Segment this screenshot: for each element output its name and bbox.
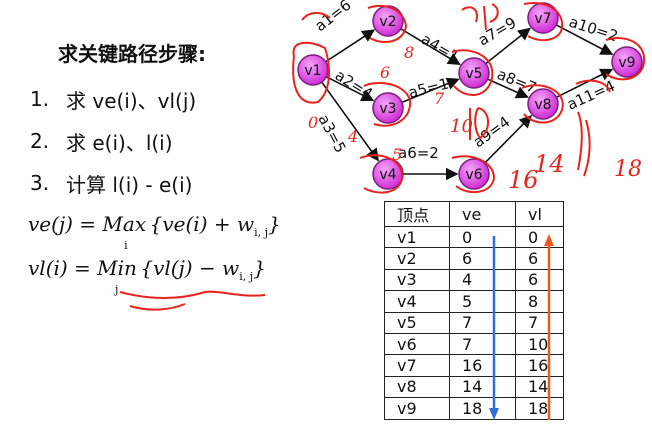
graph-node-label: v2	[379, 14, 396, 30]
formula-operator: Max	[102, 212, 147, 236]
table-cell: v8	[384, 375, 450, 399]
edge-label: a2=4	[332, 66, 376, 103]
table-cell: v4	[384, 290, 450, 313]
table-cell: 7	[449, 311, 516, 334]
steps-list: 1. 求 ve(i)、vl(j) 2. 求 e(i)、l(i) 3. 计算 l(i) …	[30, 78, 196, 204]
edge-arrow	[400, 28, 461, 66]
formula-operator-subscript: j	[114, 283, 119, 296]
step-text: 求 e(i)、l(i)	[66, 130, 173, 155]
edge-label: a6=2	[398, 144, 439, 162]
edge-arrow	[487, 78, 529, 99]
table-cell: 5	[449, 290, 516, 313]
step-number: 3.	[30, 171, 50, 195]
table-cell: 7	[515, 311, 564, 334]
table-header: 顶点	[384, 201, 450, 227]
table-cell: 16	[515, 354, 564, 377]
step-text: 求 ve(i)、vl(j)	[66, 88, 197, 113]
formula-operator: Min	[97, 256, 137, 280]
graph-node-label: v6	[465, 167, 482, 183]
table-cell: 18	[515, 397, 564, 420]
table-cell: 18	[449, 397, 516, 420]
step-item: 2. 求 e(i)、l(i)	[30, 120, 196, 162]
formula-subscript: i, j	[239, 270, 254, 283]
edge-label: a10=2	[567, 13, 620, 46]
graph-node-label: v5	[465, 66, 482, 82]
step-text: 计算 l(i) - e(i)	[66, 172, 193, 197]
formula-close: }	[253, 256, 266, 280]
table-cell: 16	[449, 354, 516, 377]
table-cell: 8	[515, 290, 564, 313]
table-cell: v9	[384, 397, 450, 420]
table-cell: 4	[449, 268, 516, 292]
table-cell: v3	[384, 268, 450, 292]
table-cell: 7	[449, 332, 516, 356]
graph-node-label: v3	[379, 101, 396, 117]
table-cell: 14	[449, 375, 516, 399]
table-cell: 6	[515, 247, 564, 270]
graph-node-label: v1	[304, 63, 321, 79]
table-header: vl	[515, 201, 564, 227]
table-cell: 6	[515, 268, 564, 292]
formula-rhs: {ve(i) + w	[149, 212, 255, 236]
step-number: 1.	[30, 87, 50, 111]
formula-rhs: {vl(j) − w	[140, 256, 240, 280]
table-cell: 14	[515, 375, 564, 399]
table-header-row: 顶点 ve vl	[384, 201, 564, 227]
graph-node-label: v7	[534, 11, 551, 27]
edge-arrow	[555, 24, 614, 55]
graph-node-label: v9	[618, 55, 635, 71]
formula-ve: ve(j) = Max i {ve(i) + wi, j}	[28, 212, 281, 252]
graph-node-label: v8	[534, 97, 551, 113]
edge-label: a1=6	[311, 0, 354, 35]
table-cell: 0	[515, 225, 564, 249]
formula-close: }	[268, 212, 281, 236]
formula-operator-subscript: i	[124, 239, 128, 252]
formula-lhs: vl(i) =	[28, 256, 98, 280]
edge-arrow	[325, 29, 376, 63]
table-cell: v6	[384, 332, 450, 356]
graph-node-label: v4	[379, 167, 396, 183]
table-cell: v7	[384, 354, 450, 377]
edge-label: a9=4	[470, 113, 514, 152]
table-cell: v2	[384, 247, 450, 270]
edge-label: a5=1	[407, 75, 451, 102]
table-header: ve	[449, 201, 516, 227]
table-cell: 0	[449, 225, 516, 249]
edge-label: a4=1	[418, 30, 462, 66]
table-cell: 10	[515, 332, 564, 356]
formula-vl: vl(i) = Min j {vl(j) − wi, j}	[28, 256, 266, 296]
edge-label: a3=5	[314, 111, 349, 156]
edge-arrow	[321, 81, 379, 162]
table-cell: v1	[384, 225, 450, 249]
step-item: 1. 求 ve(i)、vl(j)	[30, 78, 196, 120]
table-cell: 6	[449, 247, 516, 270]
edge-arrow	[401, 77, 460, 104]
edge-label: a7=9	[475, 13, 519, 49]
step-number: 2.	[30, 129, 50, 153]
page-title: 求关键路径步骤:	[58, 42, 206, 66]
step-item: 3. 计算 l(i) - e(i)	[30, 162, 196, 204]
table-cell: v5	[384, 311, 450, 334]
edge-label: a11=4	[564, 77, 617, 114]
formula-lhs: ve(j) =	[28, 212, 103, 236]
formula-subscript: i, j	[254, 226, 269, 239]
